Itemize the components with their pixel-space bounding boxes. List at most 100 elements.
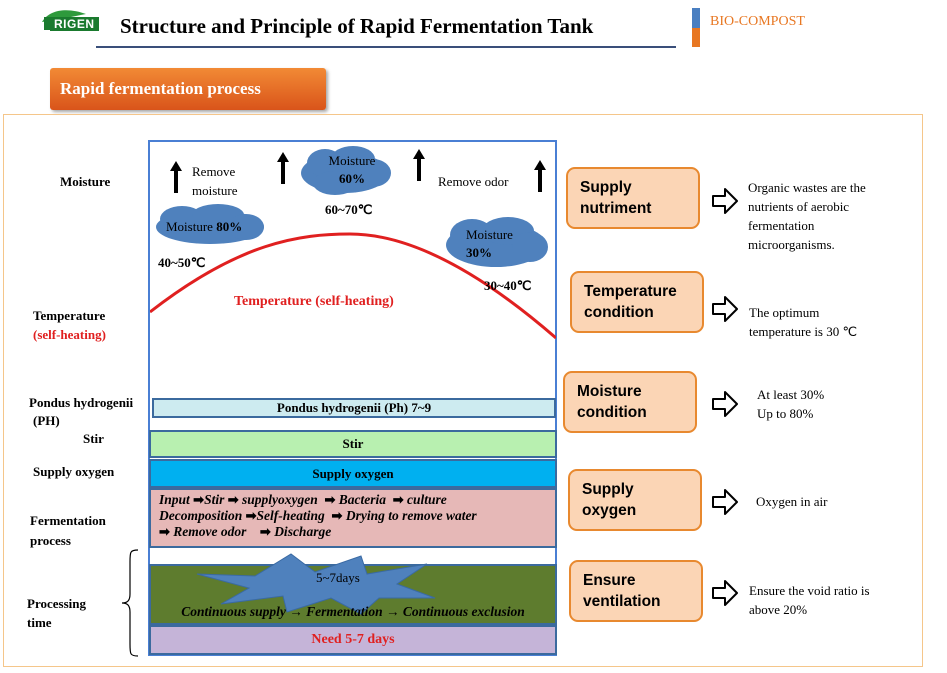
box-title-line1: Ensure <box>583 572 636 589</box>
need-days-band: Need 5-7 days <box>149 625 557 655</box>
label-processing-line2: time <box>27 615 52 630</box>
label-fermentation-line1: Fermentation <box>30 513 106 528</box>
temp-left-label: 40~50℃ <box>158 255 206 270</box>
brand-bar-blue <box>692 8 700 28</box>
cloud-icon <box>156 204 264 244</box>
process-steps-row3: ➡ Remove odor ➡ Discharge <box>159 524 555 540</box>
right-arrow-icon: ➡ <box>259 524 271 539</box>
section-banner-label: Rapid fermentation process <box>60 79 261 98</box>
burst-star-icon <box>196 553 436 615</box>
label-stir: Stir <box>83 431 104 446</box>
desc-line: above 20% <box>749 602 808 617</box>
box-title-line1: Supply <box>580 179 632 196</box>
right-arrow-icon: ➡ <box>193 492 205 507</box>
ensure-ventilation-desc: Ensure the void ratio is above 20% <box>749 581 870 619</box>
stir-band: Stir <box>149 430 557 458</box>
right-arrow-icon: ➡ <box>331 508 343 523</box>
cloud-center-value: 60% <box>339 171 365 186</box>
desc-line: nutrients of aerobic <box>748 199 850 214</box>
logo-text: RIGEN <box>50 17 99 31</box>
label-ph-line2: (PH) <box>33 413 60 428</box>
right-arrow-icon <box>712 188 738 214</box>
right-arrow-icon <box>712 391 738 417</box>
supply-oxygen-box: Supply oxygen <box>568 469 702 531</box>
cloud-center-text: Moisture 60% <box>318 152 386 188</box>
box-title-line2: ventilation <box>583 593 661 610</box>
remove-moisture-line2: moisture <box>192 183 238 198</box>
box-title-line1: Temperature <box>584 283 677 300</box>
temperature-condition-desc: The optimum temperature is 30 ℃ <box>749 303 857 341</box>
brand-bar-orange <box>692 28 700 47</box>
fermentation-process-band: Input ➡Stir ➡ supplyoxygen ➡ Bacteria ➡ … <box>149 488 557 548</box>
box-title-line1: Supply <box>582 481 634 498</box>
label-processing-line1: Processing <box>27 596 86 611</box>
process-step: culture <box>407 492 447 507</box>
temp-right-label: 30~40℃ <box>484 278 532 293</box>
processing-time-brace <box>121 549 139 657</box>
process-step: Input <box>159 492 190 507</box>
cloud-right-text: Moisture 30% <box>466 226 528 262</box>
desc-line: fermentation <box>748 218 815 233</box>
temperature-curve <box>150 232 556 340</box>
supply-oxygen-desc: Oxygen in air <box>756 492 827 511</box>
process-step: supplyoxygen <box>241 492 318 507</box>
cloud-left-value: 80% <box>216 219 243 234</box>
process-step: Remove odor <box>173 524 247 539</box>
right-arrow-icon <box>712 580 738 606</box>
desc-line: The optimum <box>749 305 820 320</box>
cloud-icon <box>301 146 391 195</box>
box-title-line2: condition <box>577 404 647 421</box>
up-arrow-icon <box>277 152 289 184</box>
right-arrow-icon <box>712 296 738 322</box>
label-temperature-paren: (self-heating) <box>33 327 106 342</box>
temp-peak-label: 60~70℃ <box>325 202 373 217</box>
right-arrow-icon: ➡ <box>392 492 404 507</box>
page-title: Structure and Principle of Rapid Ferment… <box>120 14 594 38</box>
process-steps-row2: Decomposition ➡Self-heating ➡ Drying to … <box>159 508 555 524</box>
content-frame <box>3 114 923 667</box>
label-temperature: Temperature <box>33 308 106 323</box>
desc-line: Organic wastes are the <box>748 180 866 195</box>
cloud-right-label: Moisture <box>466 227 513 242</box>
desc-line: temperature is 30 ℃ <box>749 324 858 339</box>
stir-band-text: Stir <box>342 436 364 451</box>
label-fermentation-line2: process <box>30 533 71 548</box>
box-title-line2: oxygen <box>582 502 637 519</box>
process-step: Discharge <box>274 524 332 539</box>
oxygen-band-text: Supply oxygen <box>312 465 394 481</box>
moisture-condition-desc: At least 30% Up to 80% <box>757 385 824 423</box>
title-underline <box>96 46 676 48</box>
box-title-line1: Moisture <box>577 383 642 400</box>
need-days-text: Need 5-7 days <box>311 632 395 647</box>
cloud-center-label: Moisture <box>328 153 376 168</box>
rigen-logo: RIGEN <box>40 8 99 38</box>
moisture-condition-box: Moisture condition <box>563 371 697 433</box>
cloud-left-text: Moisture 80% <box>166 218 242 236</box>
up-arrow-icon <box>413 149 425 181</box>
process-step: Drying to remove water <box>345 508 477 523</box>
remove-moisture-line1: Remove <box>192 164 236 179</box>
process-steps-row1: Input ➡Stir ➡ supplyoxygen ➡ Bacteria ➡ … <box>159 492 555 508</box>
temperature-condition-box: Temperature condition <box>570 271 704 333</box>
cloud-left-label: Moisture <box>166 219 213 234</box>
ensure-ventilation-box: Ensure ventilation <box>569 560 703 622</box>
desc-line: Up to 80% <box>757 406 814 421</box>
remove-odor-label: Remove odor <box>438 174 509 189</box>
ph-band: Pondus hydrogenii (Ph) 7~9 <box>152 398 556 418</box>
desc-line: microorganisms. <box>748 237 835 252</box>
desc-line: Ensure the void ratio is <box>749 583 870 598</box>
up-arrow-icon <box>534 160 546 192</box>
desc-line: Oxygen in air <box>756 494 828 509</box>
label-supply-oxygen: Supply oxygen <box>33 464 115 479</box>
section-banner: Rapid fermentation process <box>50 68 326 110</box>
process-step: Decomposition <box>159 508 243 523</box>
box-title-line2: condition <box>584 304 654 321</box>
cloud-icon <box>446 217 548 267</box>
right-arrow-icon <box>712 489 738 515</box>
supply-nutriment-box: Supply nutriment <box>566 167 700 229</box>
right-arrow-icon: ➡ <box>324 492 336 507</box>
ph-band-text: Pondus hydrogenii (Ph) 7~9 <box>276 400 432 415</box>
brand-label: BIO-COMPOST <box>710 14 805 29</box>
remove-moisture-label: Remove moisture <box>192 162 238 200</box>
processing-time-band: 5~7days Continuous supply → Fermentation… <box>149 553 557 625</box>
